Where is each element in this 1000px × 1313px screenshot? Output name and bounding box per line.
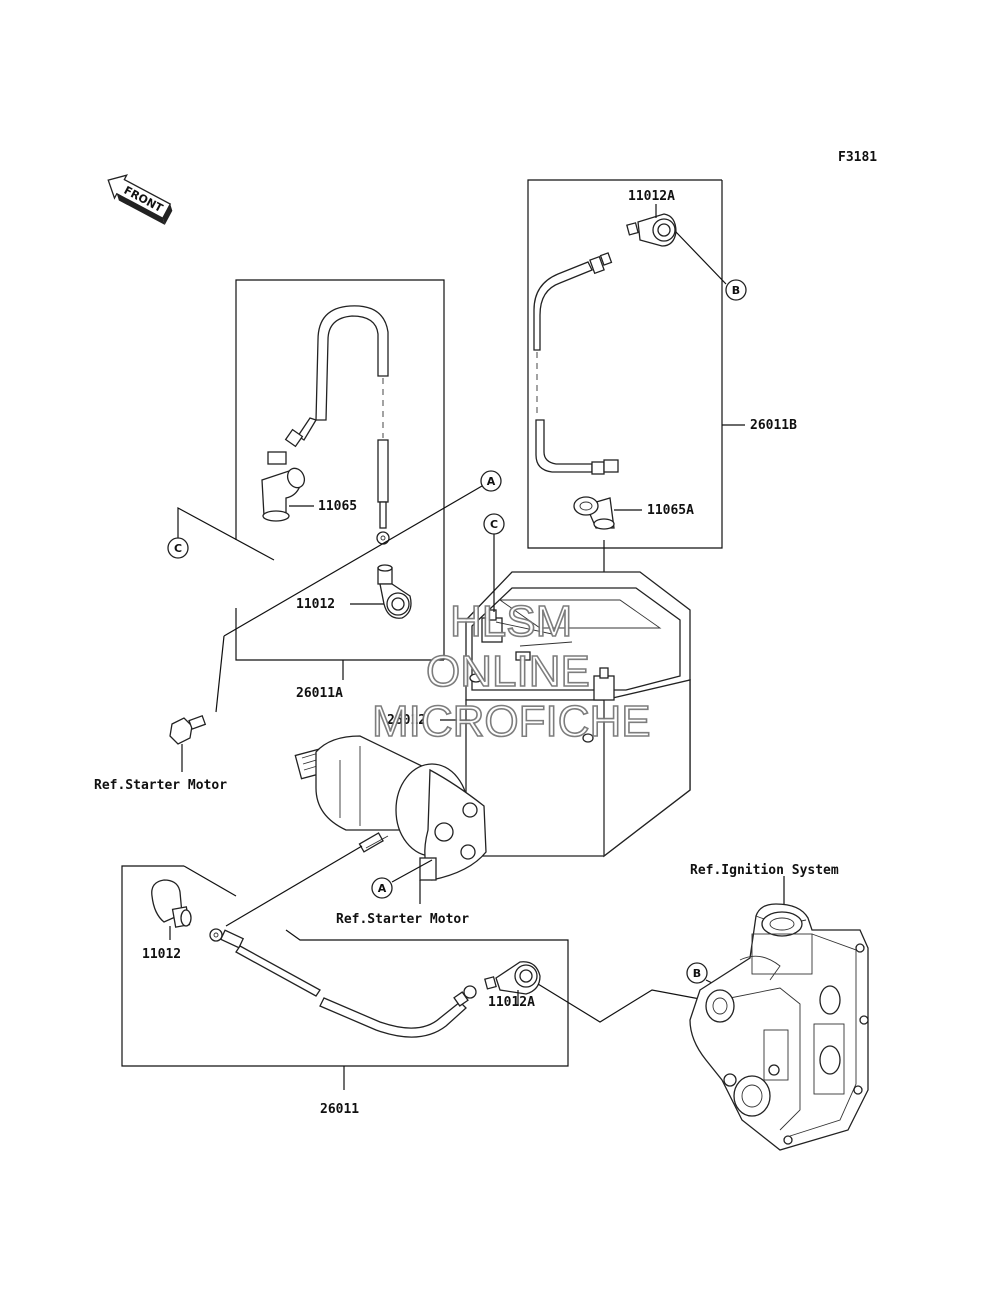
ref-ignition-system: Ref.Ignition System [690,863,839,878]
terminal-cover-11065 [261,467,306,522]
terminal-cover-11065A [573,496,615,530]
terminal-cover-11012A-bottom [484,961,541,995]
callout-a-top-label: A [487,475,496,488]
callout-b-bottom-label: B [693,967,701,980]
callout-a-bottom-label: A [378,882,387,895]
terminal-cover-11012-mid [377,564,412,619]
front-arrow-icon: FRONT [107,174,173,225]
part-label-26011: 26011 [320,1102,359,1117]
bracket-26011B [527,179,745,549]
cable-26011B [533,252,619,475]
watermark-line-2: ONLINE [426,647,590,696]
bracket-26011 [121,865,569,1090]
callout-b-top [725,279,747,301]
callout-c-left [167,537,189,559]
part-label-11065A: 11065A [647,503,694,518]
callout-a-top [480,470,502,492]
cable-26011A [267,305,390,545]
battery-26012 [465,571,691,858]
part-label-26012: 26012 [387,713,426,728]
ignition-engine-cover [689,903,869,1151]
part-label-11012A-top: 11012A [628,189,675,204]
cable-26011 [209,845,477,1038]
callout-c-left-label: C [174,542,182,555]
part-label-26011B: 26011B [750,418,797,433]
bracket-26011A [235,279,445,680]
callout-a-bottom [371,877,393,899]
callout-b-bottom [686,962,708,984]
watermark: HLSM ONLINE MICROFICHE [371,596,651,747]
part-label-11012-mid: 11012 [296,597,335,612]
terminal-cover-11012-bottom [151,879,192,928]
part-label-11012-bottom: 11012 [142,947,181,962]
watermark-line-1: HLSM [450,597,572,646]
figure-code: F3181 [838,150,877,165]
starter-motor [294,735,487,881]
watermark-line-3: MICROFICHE [372,697,651,746]
part-label-26011A: 26011A [296,686,343,701]
part-label-11012A-bottom: 11012A [488,995,535,1010]
callout-c-center [483,513,505,535]
ref-starter-motor-center: Ref.Starter Motor [336,912,469,927]
callout-b-top-label: B [732,284,740,297]
part-label-11065: 11065 [318,499,357,514]
callout-c-center-label: C [490,518,498,531]
ref-starter-motor-left: Ref.Starter Motor [94,778,227,793]
terminal-cover-11012A-top [626,213,677,247]
bolt-icon [169,715,207,745]
